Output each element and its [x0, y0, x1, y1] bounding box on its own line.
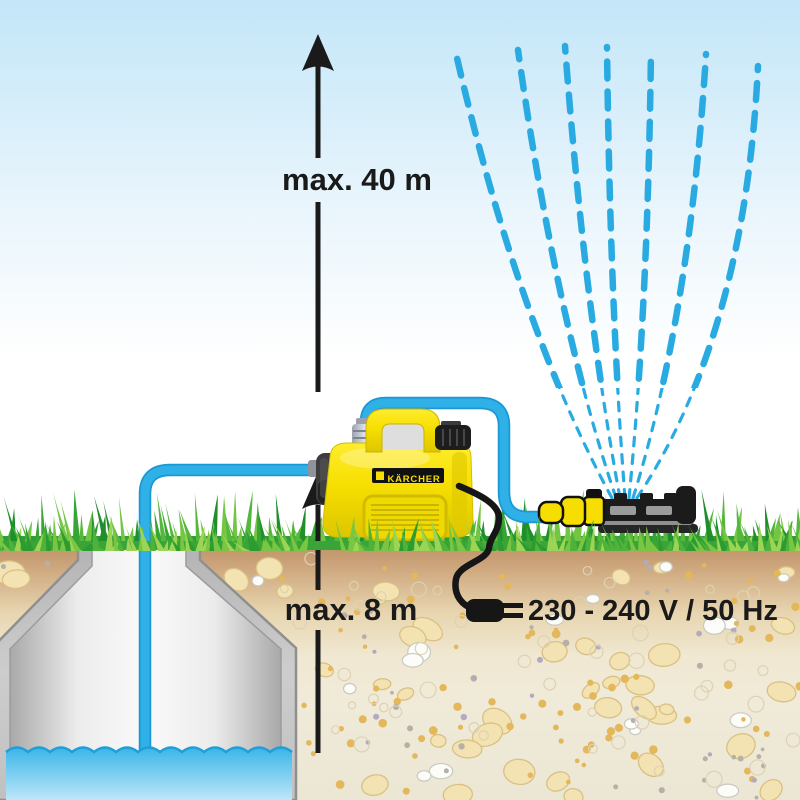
power-cable — [452, 482, 503, 613]
karcher-logo-mark — [376, 471, 384, 480]
hose-connector — [537, 500, 565, 525]
hose-coupler — [559, 495, 587, 528]
pump-power-switch — [435, 421, 471, 450]
soil-pebbles-texture — [0, 551, 800, 800]
pump-side-shading — [452, 452, 467, 530]
pump-handle — [365, 408, 441, 453]
sprinkler-elbow — [582, 495, 606, 527]
delivery-height-label: max. 40 m — [282, 162, 432, 197]
sprinkler-illustration — [537, 486, 698, 533]
delivery-hose — [359, 396, 546, 524]
power-spec-label: 230 - 240 V / 50 Hz — [528, 595, 778, 627]
delivery-height-arrow-icon — [302, 34, 334, 392]
suction-height-label: max. 8 m — [285, 592, 418, 627]
pump-vent-grille — [362, 494, 448, 542]
pump-brand-label: KÄRCHER — [372, 468, 444, 485]
suction-hose — [138, 463, 332, 752]
sprinkler-end-handle — [676, 486, 696, 524]
grass-front-layer — [0, 515, 800, 551]
pump-handle-gap — [380, 420, 428, 450]
pump-brand-text: KÄRCHER — [387, 474, 440, 485]
pump-illustration: KÄRCHER — [308, 408, 474, 542]
power-plug-icon — [466, 599, 523, 622]
well-water — [5, 746, 293, 800]
power-cable-and-plug — [452, 482, 523, 622]
